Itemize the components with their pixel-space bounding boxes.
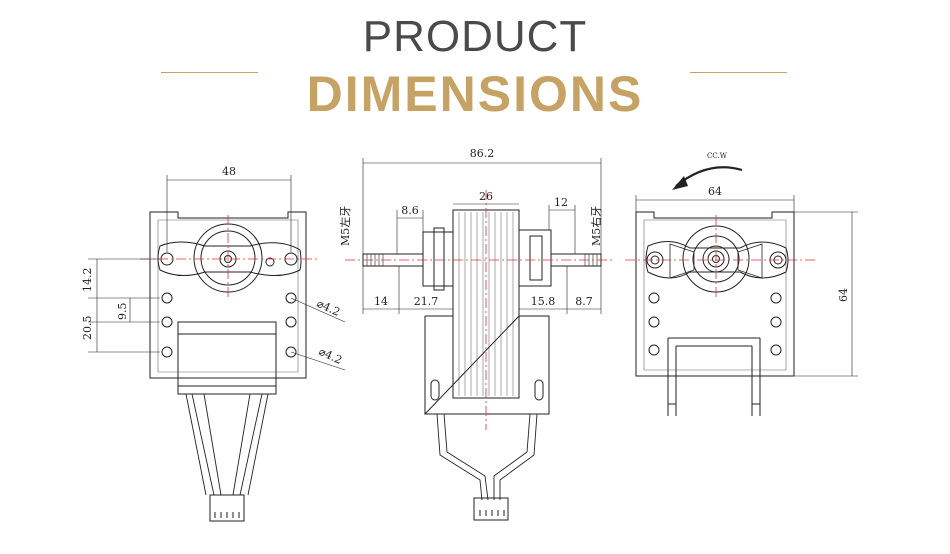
front-hole [161,346,173,358]
rear-bracket [667,337,761,416]
rear-hole [770,316,782,328]
front-coil [177,321,277,395]
side-wires [436,413,538,501]
side-bracket [423,315,550,415]
front-frame [149,211,307,379]
rear-view: CC.W 64 64 [625,152,858,416]
front-pin [265,257,275,267]
side-right-gap-label: 12 [554,196,568,209]
front-dim-14-2: 14.2 [81,268,94,293]
side-hub-right-flange [529,235,543,281]
side-left-shaft-label: 14 [374,295,388,308]
front-hole-label-1: ⌀4.2 [315,297,342,319]
side-left-hub-label: 21.7 [414,295,439,308]
rear-frame [635,211,795,377]
side-slot-right [534,379,544,401]
front-hole-label-2: ⌀4.2 [317,345,344,367]
front-rotor-plate [157,241,302,276]
front-hole [161,316,173,328]
rear-triangle-right [737,243,763,279]
heading-rule-left [161,72,258,73]
rear-triangle-left [669,243,695,279]
side-slot-left [430,379,440,401]
side-right-thread-label: M5右牙 [589,206,603,246]
side-hub-left-flange [433,227,445,291]
front-rotor-inner [200,230,256,286]
rear-hole [648,344,660,356]
side-overall-label: 86.2 [470,147,495,160]
rotation-arrow-head-icon [672,176,688,190]
heading-product: PRODUCT [362,12,588,61]
front-hole [285,316,297,328]
rear-hole [770,344,782,356]
side-left-gap-label: 8.6 [401,204,419,217]
heading-rule-right [690,72,787,73]
side-right-hub-label: 15.8 [531,295,556,308]
rear-frame-inner [643,219,787,371]
rear-hole [770,292,782,304]
side-left-thread-label: M5左牙 [339,206,352,246]
front-frame-inner [157,219,299,373]
rear-hole [648,292,660,304]
side-right-shaft-label: 8.7 [575,295,593,308]
front-connector-pins [214,512,240,518]
rear-hole [648,316,660,328]
front-connector [209,494,245,522]
side-core-label: 26 [479,190,493,203]
front-hole [285,346,297,358]
heading-dimensions: DIMENSIONS [306,66,644,122]
front-hole [161,292,173,304]
front-width-label: 48 [222,165,236,178]
front-dim-20-5: 20.5 [81,316,94,341]
rear-rotor-plate [645,241,789,279]
side-view: 86.2 26 8.6 12 M5左牙 M5右牙 14 21.7 15.8 8.… [339,147,615,521]
side-connector-pins [479,510,505,516]
rear-height-label: 64 [837,288,850,302]
side-connector [473,497,509,521]
side-hub-left [422,231,454,287]
front-wires [185,393,269,496]
front-hole [285,292,297,304]
rear-width-label: 64 [708,185,722,198]
front-dim-9-5: 9.5 [116,303,129,321]
rotation-label: CC.W [707,152,728,160]
side-core-laminations [458,212,514,396]
front-view: 48 14.2 9.5 20.5 ⌀4.2 ⌀4.2 [81,165,346,522]
side-hub-right [518,229,552,287]
